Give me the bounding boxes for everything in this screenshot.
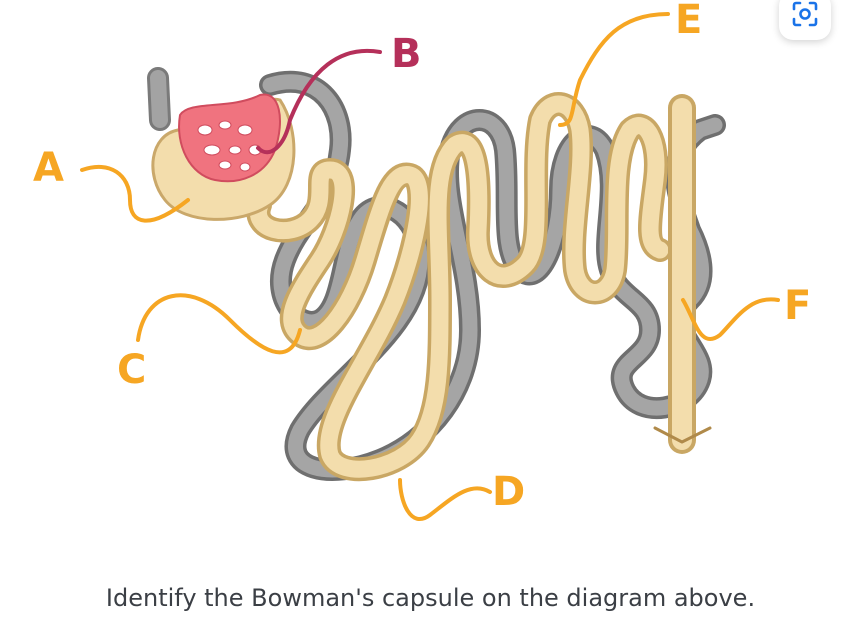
lens-icon [791, 0, 819, 32]
label-e: E [675, 0, 703, 43]
leader-line-d [398, 478, 492, 521]
label-b: B [391, 31, 422, 77]
leader-line-c [136, 293, 302, 355]
nephron-diagram [80, 12, 780, 521]
label-c: C [117, 347, 147, 393]
renal-tubule [246, 92, 712, 482]
visual-search-button[interactable] [779, 0, 831, 40]
label-d: D [492, 469, 526, 515]
question-text: Identify the Bowman's capsule on the dia… [105, 584, 756, 612]
bowmans-capsule-region [151, 93, 296, 221]
label-f: F [784, 283, 812, 329]
leader-lines [80, 12, 780, 521]
label-a: A [33, 145, 64, 191]
leader-line-b [256, 48, 382, 155]
leader-line-f [681, 297, 780, 341]
leader-line-e [558, 12, 670, 127]
leader-line-a [80, 164, 190, 223]
